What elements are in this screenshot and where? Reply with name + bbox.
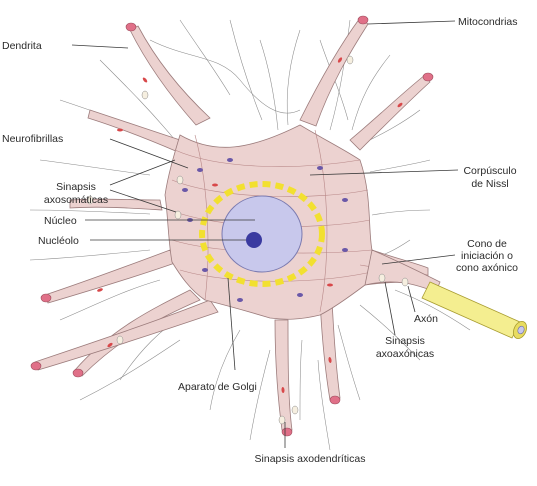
label-aparato-golgi: Aparato de Golgi xyxy=(178,381,257,393)
label-cono-line1: Cono de xyxy=(467,238,507,250)
label-nucleolo: Nucléolo xyxy=(38,235,79,247)
label-mitocondrias: Mitocondrias xyxy=(458,16,518,28)
label-cono-line2: iniciación o xyxy=(461,250,513,262)
label-nucleo: Núcleo xyxy=(44,215,77,227)
label-sinapsis-axoaxonicas-line2: axoaxónicas xyxy=(376,348,434,360)
label-sinapsis-axosomaticas-line1: Sinapsis xyxy=(56,181,96,193)
nucleolus xyxy=(246,232,262,248)
label-corpusculo-nissl-line1: Corpúsculo xyxy=(463,165,516,177)
label-sinapsis-axoaxonicas-line1: Sinapsis xyxy=(385,335,425,347)
label-sinapsis-axodendriticas: Sinapsis axodendríticas xyxy=(255,453,366,465)
axon xyxy=(422,282,529,341)
label-neurofibrillas: Neurofibrillas xyxy=(2,133,63,145)
label-sinapsis-axosomaticas-line2: axosomáticas xyxy=(44,194,108,206)
label-axon: Axón xyxy=(414,313,438,325)
label-dendrita: Dendrita xyxy=(2,40,42,52)
label-cono-line3: cono axónico xyxy=(456,262,518,274)
nucleus xyxy=(222,196,302,272)
label-corpusculo-nissl-line2: de Nissl xyxy=(471,178,508,190)
